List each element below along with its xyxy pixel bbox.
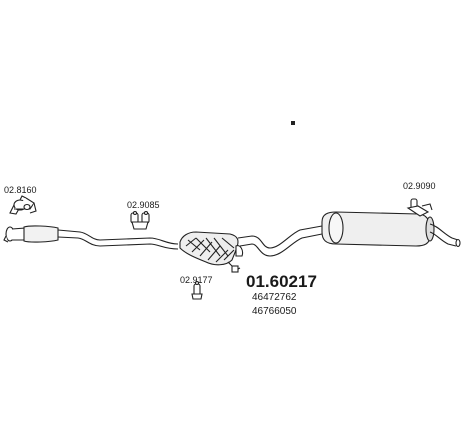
marker-dot (291, 121, 295, 125)
part-label-hanger-1: 02.9085 (127, 200, 160, 210)
part-label-rear-hanger: 02.9090 (403, 181, 436, 191)
rear-hanger-part (406, 198, 433, 217)
hanger-2-part (191, 280, 203, 300)
part-label-front-clamp: 02.8160 (4, 185, 37, 195)
hanger-1-part (130, 210, 150, 230)
middle-pipe (227, 225, 323, 273)
oe-number-1: 46472762 (252, 292, 297, 303)
front-pipe (3, 225, 179, 250)
part-label-hanger-2: 02.9177 (180, 275, 213, 285)
rear-silencer (321, 211, 461, 248)
middle-silencer (179, 231, 244, 266)
front-clamp-part (9, 195, 37, 215)
main-part-number: 01.60217 (246, 272, 317, 291)
oe-number-2: 46766050 (252, 306, 297, 317)
